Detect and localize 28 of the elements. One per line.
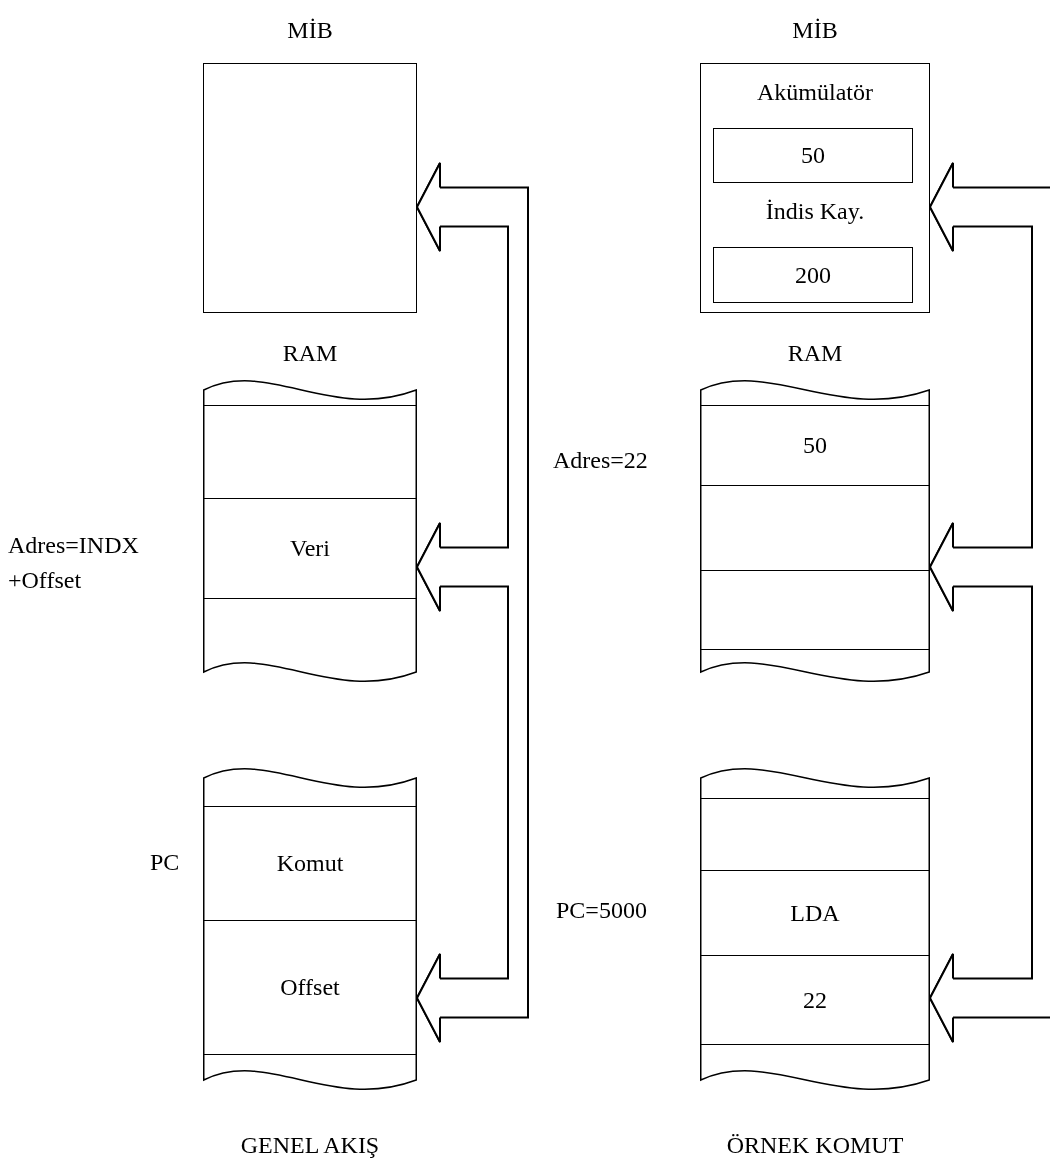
block-arrow xyxy=(416,162,529,1043)
block-arrow xyxy=(929,566,1033,999)
address-note: PC=5000 xyxy=(556,896,648,925)
diagram-caption: ÖRNEK KOMUT xyxy=(725,1130,905,1160)
register-label: Akümülatör xyxy=(756,77,874,107)
block-arrow xyxy=(416,206,509,568)
register-box: 200 xyxy=(713,247,913,303)
memory-row: LDA xyxy=(700,870,930,955)
memory-label: RAM xyxy=(281,339,339,368)
register-label: İndis Kay. xyxy=(764,196,866,226)
memory-row: Offset xyxy=(203,920,417,1055)
memory-row: Veri xyxy=(203,498,417,598)
memory-row: 22 xyxy=(700,955,930,1045)
memory-row xyxy=(700,570,930,650)
memory-row: 50 xyxy=(700,405,930,485)
unit-heading: MİB xyxy=(791,15,839,45)
block-arrow xyxy=(416,566,509,999)
block-arrow xyxy=(929,997,1050,1043)
diagram-caption: GENEL AKIŞ xyxy=(239,1130,381,1160)
memory-row: Komut xyxy=(203,806,417,920)
address-note: Adres=INDX +Offset xyxy=(8,531,140,595)
address-note: PC xyxy=(150,848,181,877)
address-note: Adres=22 xyxy=(553,446,649,475)
block-arrow xyxy=(929,162,1050,208)
memory-label: RAM xyxy=(786,339,844,368)
register-box: 50 xyxy=(713,128,913,183)
unit-heading: MİB xyxy=(286,15,334,45)
block-arrow xyxy=(929,206,1033,568)
